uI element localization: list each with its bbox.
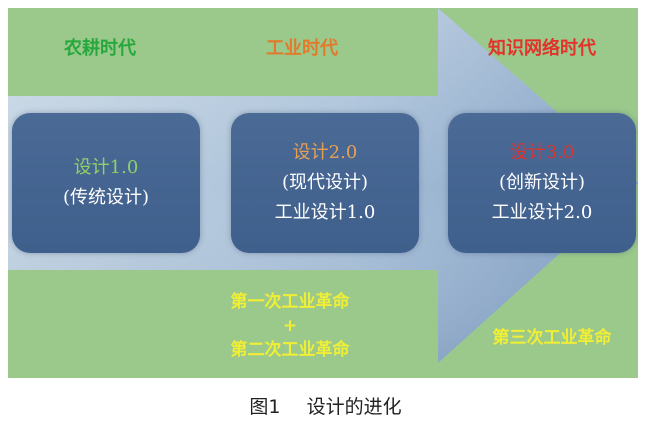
figure-caption: 图1 设计的进化: [0, 392, 651, 419]
stage-design-3-title: 设计3.0: [509, 142, 575, 163]
revolution-first-label: 第一次工业革命: [230, 292, 350, 312]
revolution-third-label: 第三次工业革命: [492, 328, 612, 348]
evolution-diagram: 农耕时代 工业时代 知识网络时代 设计1.0 (传统设计) 设计2.0 (现代设…: [8, 8, 638, 378]
revolution-plus-sign: +: [282, 316, 298, 336]
stage-design-1-box: 设计1.0 (传统设计): [12, 113, 200, 253]
stage-design-3-subtitle: (创新设计): [498, 172, 586, 193]
revolution-first-second: 第一次工业革命 + 第二次工业革命: [204, 290, 376, 362]
stage-design-3-industrial: 工业设计2.0: [491, 202, 593, 223]
stage-design-2-subtitle: (现代设计): [281, 172, 369, 193]
figure-title: 设计的进化: [306, 396, 402, 418]
figure-number: 图1: [249, 396, 281, 418]
era-knowledge-network-label: 知识网络时代: [488, 38, 596, 59]
stage-design-2-industrial: 工业设计1.0: [274, 202, 376, 223]
stage-design-2-title: 设计2.0: [292, 142, 358, 163]
revolution-second-label: 第二次工业革命: [230, 340, 350, 360]
stage-design-3-box: 设计3.0 (创新设计) 工业设计2.0: [448, 113, 636, 253]
stage-design-1-subtitle: (传统设计): [62, 187, 150, 208]
stage-design-2-box: 设计2.0 (现代设计) 工业设计1.0: [231, 113, 419, 253]
era-agricultural-label: 农耕时代: [64, 38, 136, 59]
stage-design-1-title: 设计1.0: [73, 157, 139, 178]
era-industrial-label: 工业时代: [266, 38, 338, 59]
